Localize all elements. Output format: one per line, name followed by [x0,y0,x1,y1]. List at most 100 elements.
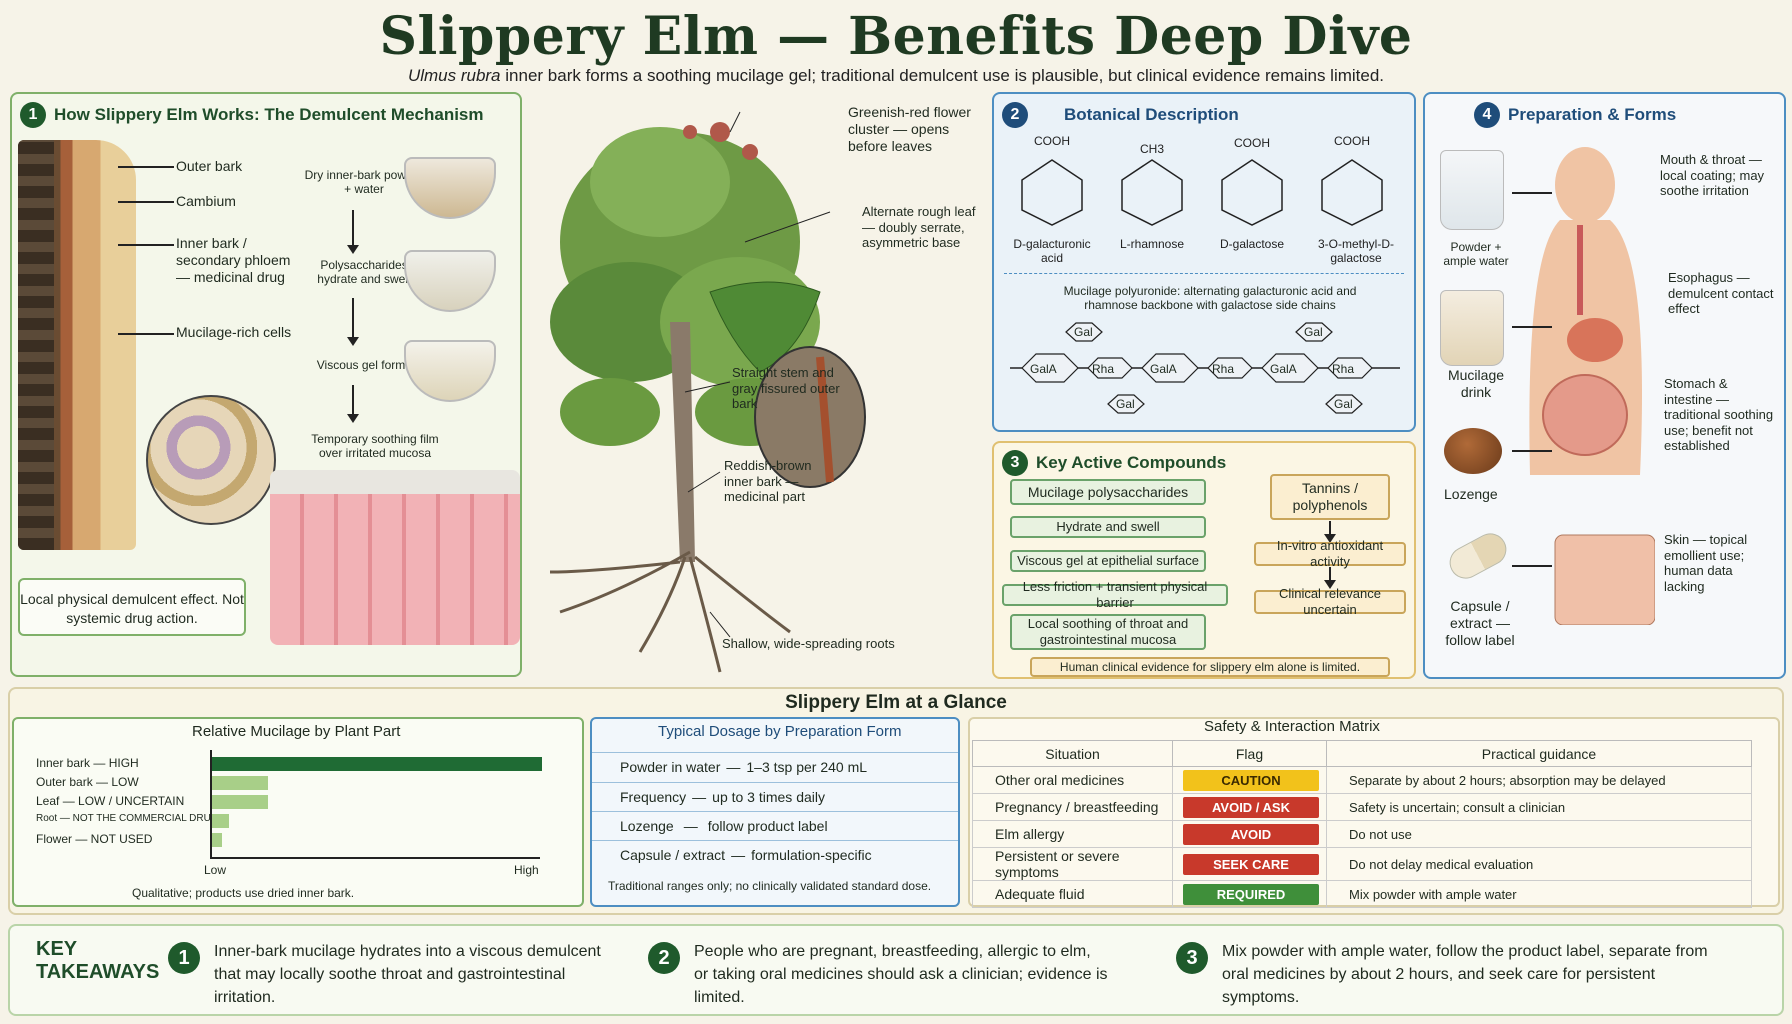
mucilage-drink-illustration [1440,290,1504,366]
guidance-cell: Separate by about 2 hours; absorption ma… [1326,766,1752,794]
form-lozenge: Lozenge [1444,486,1498,502]
compound-step-4: Less friction + transient physical barri… [1002,579,1228,610]
col-guidance: Practical guidance [1326,740,1752,767]
bar-label: Leaf — LOW / UNCERTAIN [36,794,185,808]
takeaways-label: KEY TAKEAWAYS [36,938,160,983]
leader-line [684,381,731,393]
tree-label-roots: Shallow, wide-spreading roots [722,636,895,651]
compound-step-2: Hydrate and swell [1010,516,1206,538]
flag-cell: AVOID [1172,820,1327,848]
mucilage-note: Qualitative; products use dried inner ba… [132,886,355,900]
molecule-3-name: D-galactose [1219,237,1285,251]
takeaway-number: 2 [648,942,680,974]
body-label-esophagus: Esophagus — demulcent contact effect [1668,270,1774,317]
bark-closeup-illustration [754,346,866,488]
dosage-form: Capsule / extract [620,846,726,863]
mucosa-illustration [270,470,520,645]
body-label-mouth: Mouth & throat — local coating; may soot… [1660,152,1765,199]
takeaway-number: 1 [168,942,200,974]
sugar-ring [1321,159,1383,226]
arrow-down-icon [1324,567,1336,589]
dosage-form: Frequency [620,788,687,805]
tannin-step-3: Clinical relevance uncertain [1254,586,1406,617]
dosage-amount: follow product label [707,817,828,834]
chain-node [1141,353,1199,383]
chain-unit-1: GalA [1030,362,1057,376]
status-badge: CAUTION [1183,769,1319,791]
species-name: Ulmus rubra [407,66,501,85]
dosage-row: Capsule / extract—formulation-specific [592,840,958,868]
polymer-caption: Mucilage polyuronide: alternating galact… [1063,284,1357,313]
form-powder: Powder + ample water [1443,240,1509,269]
botanical-number: 2 [1002,102,1028,128]
leader-line [118,201,174,203]
col-flag: Flag [1172,740,1327,767]
takeaway-text: People who are pregnant, breastfeeding, … [694,943,1108,1007]
bark-label-mucilage: Mucilage-rich cells [176,324,292,340]
chart-y-axis [210,750,212,858]
lozenge-illustration [1444,428,1502,474]
leader-line [687,471,721,493]
side-unit: Gal [1116,397,1135,411]
mechanism-number: 1 [20,102,46,128]
mucilage-bar [212,795,269,809]
molecule-4-substituent: COOH [1334,134,1370,148]
leader-line [118,166,174,168]
takeaway-text: Inner-bark mucilage hydrates into a visc… [214,943,601,1007]
side-chain-node [1107,394,1145,414]
chain-unit-2: Rha [1092,362,1115,376]
arrow-right-icon [1512,326,1552,328]
guidance-cell: Safety is uncertain; consult a clinician [1326,793,1752,821]
tannin-step-2: In-vitro antioxidant activity [1254,538,1406,569]
form-capsule: Capsule / extract — follow label [1445,598,1515,648]
elm-tree-illustration [549,111,866,673]
takeaway-1: 1 Inner-bark mucilage hydrates into a vis… [168,940,608,1010]
page-subtitle: Ulmus rubra inner bark forms a soothing … [0,66,1792,86]
arrow-right-icon [1512,565,1552,567]
compounds-title: Key Active Compounds [1036,453,1227,472]
molecule-3-substituent: COOH [1234,136,1270,150]
side-unit: Gal [1074,325,1093,339]
inner-bark-strip [816,356,834,483]
tannin-step-1: Tannins / polyphenols [1270,474,1390,520]
status-badge: SEEK CARE [1183,853,1319,875]
situation-cell: Persistent or severe symptoms [972,847,1173,881]
dosage-row: Powder in water—1–3 tsp per 240 mL [592,752,958,780]
side-chain-node [1065,322,1103,342]
bar-label: Flower — NOT USED [36,832,153,846]
tree-trunk [670,322,695,562]
axis-high-label: High [514,863,539,877]
chain-node [1327,357,1373,379]
tree-label-leaf: Alternate rough leaf — doubly serrate, a… [862,204,976,251]
mucilage-bar [212,757,542,771]
body-digestive-illustration [1529,147,1655,625]
compounds-footnote: Human clinical evidence for slippery elm… [1030,657,1390,677]
arrow-right-icon [1512,192,1552,194]
col-situation: Situation [972,740,1173,767]
leaf-illustration [709,281,821,373]
sugar-structures-illustration [1021,159,1383,226]
chain-unit-4: Rha [1212,362,1235,376]
compounds-number: 3 [1002,450,1028,476]
bark-cross-section-illustration [18,140,136,550]
takeaway-text: Mix powder with ample water, follow the … [1222,943,1708,1007]
page-title: Slippery Elm — Benefits Deep Dive [379,6,1413,67]
leader-line [729,111,741,133]
leader-line [118,333,174,335]
status-badge: AVOID [1183,823,1319,845]
arrow-down-icon [347,210,359,254]
bark-label-inner: Inner bark / secondary phloem — medicina… [176,235,291,285]
tree-roots [549,550,791,673]
preparation-heading: 4 Preparation & Forms [1474,102,1676,128]
sugar-ring [1121,159,1183,226]
chain-unit-3: GalA [1150,362,1177,376]
flag-cell: REQUIRED [1172,880,1327,908]
step-3: Viscous gel forms [316,358,412,372]
guidance-cell: Do not use [1326,820,1752,848]
molecule-4-name: 3-O-methyl-D-galactose [1317,237,1394,265]
arrow-down-icon [347,298,359,346]
takeaways-panel [8,924,1784,1016]
bar-label: Outer bark — LOW [36,775,139,789]
